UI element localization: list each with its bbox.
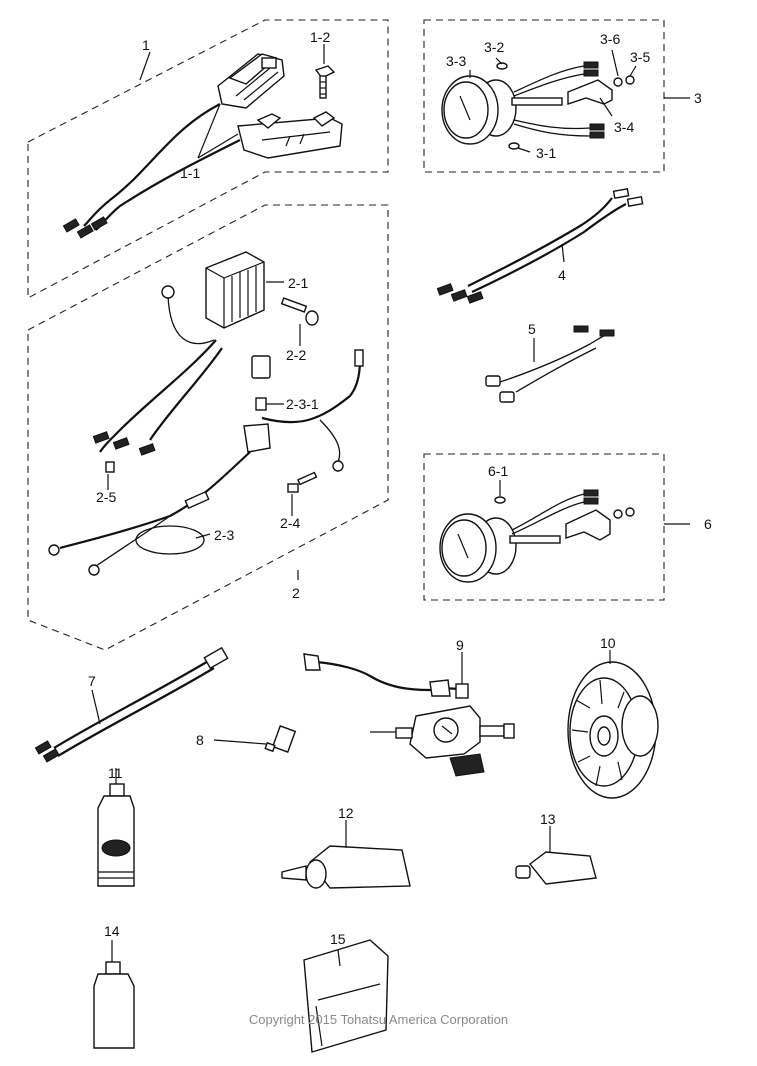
bolt-part [280,297,319,326]
part-9-primer-pump: 9 [303,637,515,777]
label-2-3-1: 2-3-1 [286,396,319,412]
group-2-rectifier-harness-box: 2-1 2-2 2-3-1 2-5 2-4 2-3 2 [27,204,389,651]
label-7: 7 [88,673,96,689]
group-3-tachometer-box: 3-2 3-3 3-6 3-5 3-4 3-1 3 [423,19,702,173]
bolt-part [314,65,336,99]
label-10: 10 [600,635,616,651]
grommet-part [105,461,115,473]
label-15: 15 [330,931,346,947]
tachometer-gauge-part [441,75,563,145]
label-3-1: 3-1 [536,145,556,161]
label-2-5: 2-5 [96,489,116,505]
part-11-bottle: 11 [97,765,135,887]
label-14: 14 [104,923,120,939]
label-3: 3 [694,90,702,106]
group-1-ignition-coil-box: 1 1-2 1-1 [27,19,389,299]
label-3-4: 3-4 [614,119,634,135]
part-4-extension-harness: 4 [436,188,644,304]
label-3-5: 3-5 [630,49,650,65]
label-4: 4 [558,267,566,283]
label-2-4: 2-4 [280,515,300,531]
label-2-3: 2-3 [214,527,234,543]
meter-gauge-part [439,513,561,583]
label-11: 11 [108,765,123,781]
part-12-grease-tube: 12 [281,805,411,889]
label-12: 12 [338,805,354,821]
label-3-3: 3-3 [446,53,466,69]
label-2-2: 2-2 [286,347,306,363]
label-1-2: 1-2 [310,29,330,45]
label-9: 9 [456,637,464,653]
label-2: 2 [292,585,300,601]
label-3-6: 3-6 [600,31,620,47]
part-10-flywheel: 10 [567,635,659,799]
label-6-1: 6-1 [488,463,508,479]
ignition-coil-part [217,53,285,109]
bolt-part [287,471,318,493]
label-2-1: 2-1 [288,275,308,291]
label-1-1: 1-1 [180,165,200,181]
copyright-text: Copyright 2015 Tohatsu America Corporati… [248,1012,509,1027]
part-15-bag: 15 [303,931,389,1053]
part-14-can: 14 [93,923,135,1049]
part-5-lead-wire: 5 [485,321,615,403]
part-7-wire-harness: 7 [34,646,229,763]
relay-part [251,355,271,411]
label-1: 1 [142,37,150,53]
ignition-coil-part [237,111,343,159]
group-6-meter-box: 6-1 6 [423,453,712,601]
label-3-2: 3-2 [484,39,504,55]
part-8-spacer: 8 [196,725,297,753]
part-13-small-tube: 13 [515,811,597,885]
label-8: 8 [196,732,204,748]
label-13: 13 [540,811,556,827]
rectifier-part [205,251,265,329]
label-5: 5 [528,321,536,337]
label-6: 6 [704,516,712,532]
